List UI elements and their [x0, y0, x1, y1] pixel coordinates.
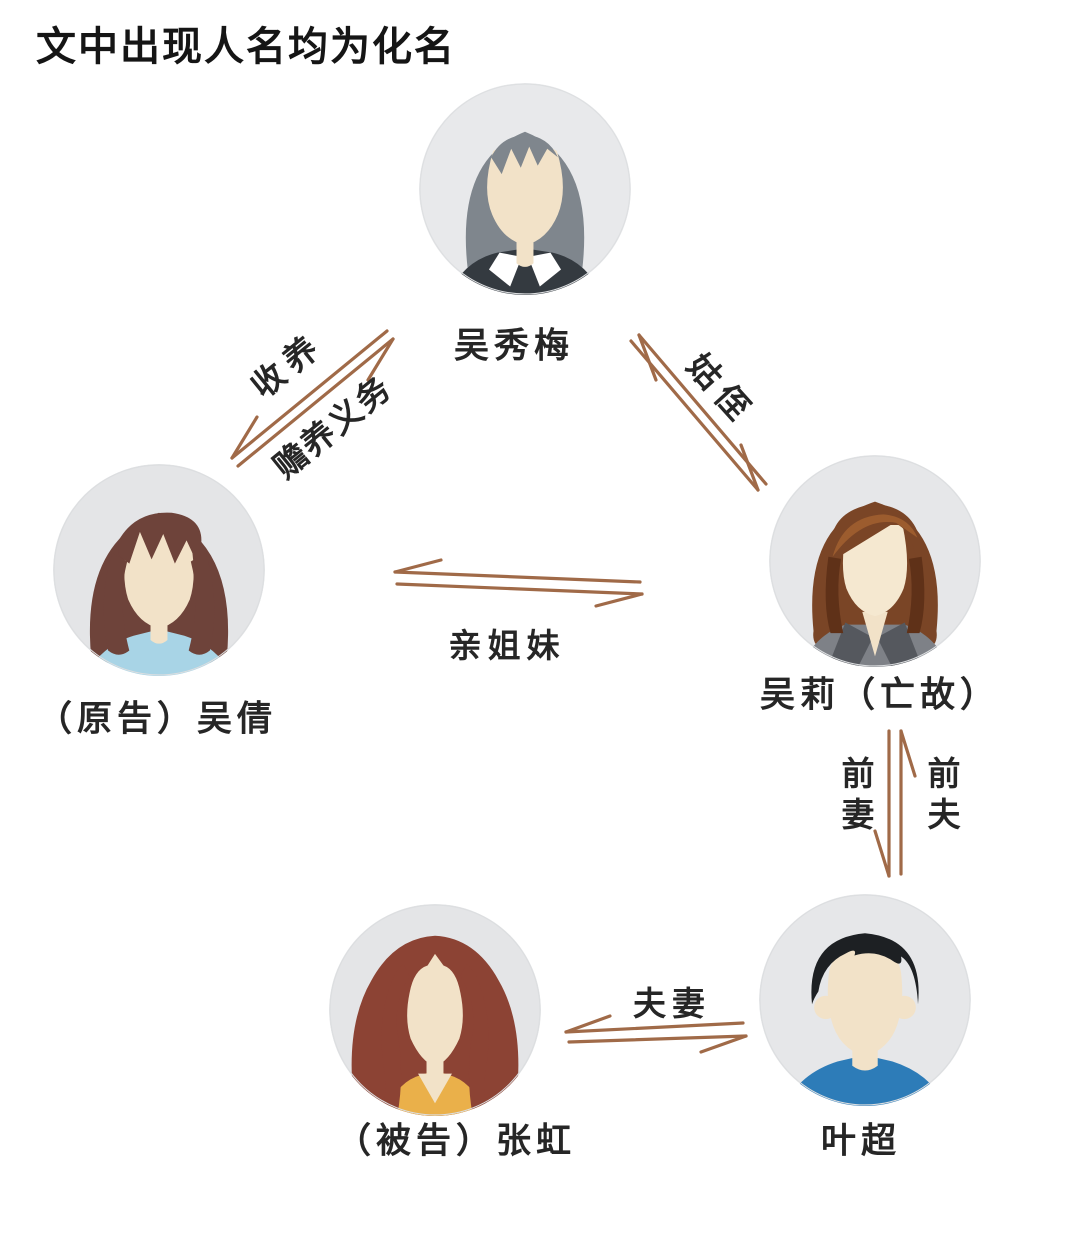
- person-node-ye-chao: [759, 894, 971, 1106]
- relation-label-aunt-niece: 姑侄: [679, 348, 761, 434]
- relation-label-adoption: 收养: [245, 326, 332, 406]
- wu-xiumei-avatar: [419, 83, 631, 295]
- wu-li-avatar: [769, 455, 981, 667]
- relation-label-ex-wife: 前妻: [836, 756, 872, 838]
- relation-label-couple: 夫妻: [633, 987, 711, 1023]
- relation-label-sisters: 亲姐妹: [448, 629, 566, 665]
- zhang-hong-avatar: [329, 904, 541, 1116]
- arrow-pair-sisters: [393, 558, 644, 608]
- person-name-zhang-hong: （被告）张虹: [335, 1121, 577, 1161]
- person-node-zhang-hong: [329, 904, 541, 1116]
- person-name-wu-qian: （原告）吴倩: [36, 699, 278, 739]
- person-name-wu-xiumei: 吴秀梅: [453, 326, 575, 366]
- person-node-wu-xiumei: [419, 83, 631, 295]
- person-name-wu-li: 吴莉（亡故）: [759, 675, 1001, 715]
- ye-chao-avatar: [759, 894, 971, 1106]
- person-node-wu-qian: [53, 464, 265, 676]
- person-name-ye-chao: 叶超: [820, 1121, 902, 1161]
- person-node-wu-li: [769, 455, 981, 667]
- relation-label-ex-husband: 前夫: [922, 756, 958, 838]
- wu-qian-avatar: [53, 464, 265, 676]
- pseudonym-note: 文中出现人名均为化名: [36, 24, 456, 69]
- arrow-pair-ex-spouses: [873, 729, 917, 878]
